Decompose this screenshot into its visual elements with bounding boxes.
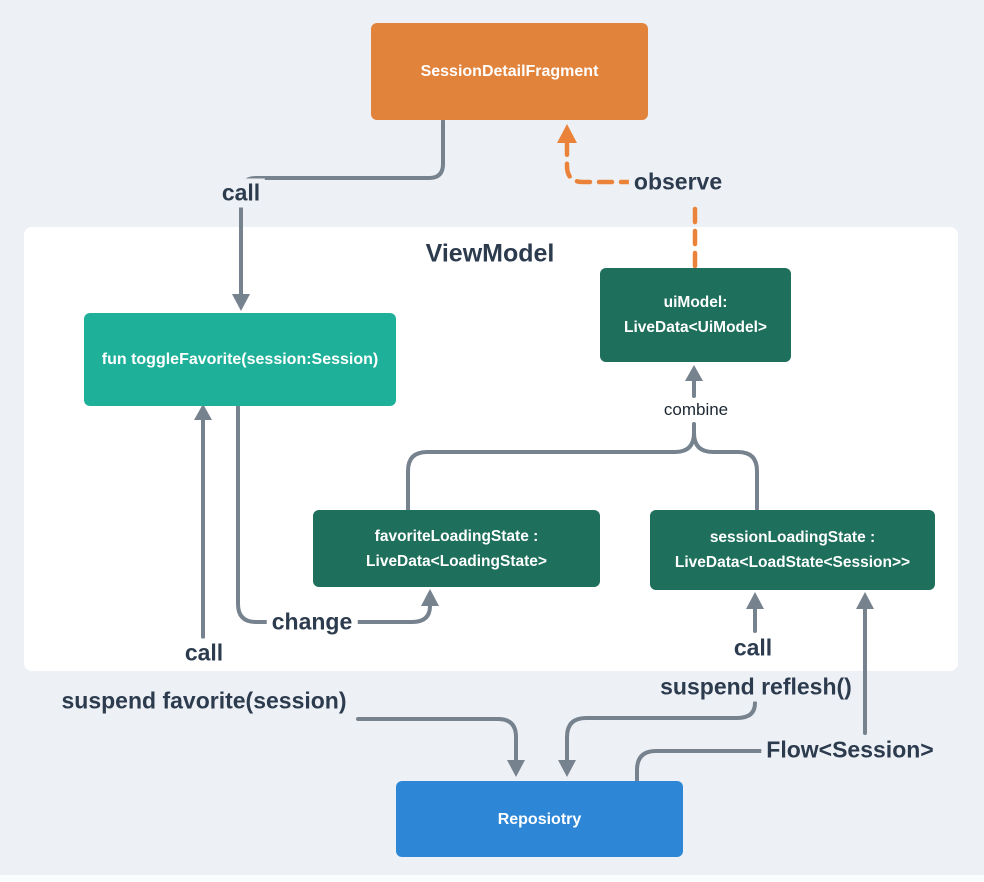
viewmodel-panel: [24, 227, 958, 671]
edge-label-change: change: [266, 607, 358, 637]
edge-label-call-top: call: [216, 178, 266, 208]
node-ui-model-line2: LiveData<UiModel>: [624, 319, 767, 336]
arrow-reflesh-into-repo: [558, 760, 576, 777]
node-session-loading-state: sessionLoadingState : LiveData<LoadState…: [650, 510, 935, 590]
arrow-favorite-into-repo: [507, 760, 525, 777]
edge-label-flow-session: Flow<Session>: [761, 735, 939, 765]
edge-label-suspend-favorite: suspend favorite(session): [56, 686, 352, 716]
edge-flow-to-repo: [635, 749, 765, 784]
edge-label-suspend-reflesh: suspend reflesh(): [655, 672, 857, 702]
bottom-strip: [0, 875, 984, 882]
node-toggle-favorite-function: fun toggleFavorite(session:Session): [84, 313, 396, 406]
edge-label-combine: combine: [659, 399, 733, 421]
arrow-observe-into-fragment: [557, 124, 577, 143]
node-favorite-loading-state: favoriteLoadingState : LiveData<LoadingS…: [313, 510, 600, 587]
node-session-detail-fragment-label: SessionDetailFragment: [420, 63, 599, 80]
node-favorite-loading-state-line1: favoriteLoadingState :: [374, 527, 539, 545]
edge-suspend-favorite: [356, 717, 518, 762]
node-session-loading-state-line2: LiveData<LoadState<Session>>: [674, 554, 911, 571]
node-session-detail-fragment: SessionDetailFragment: [371, 23, 648, 120]
node-session-loading-state-line1: sessionLoadingState :: [709, 529, 876, 546]
node-favorite-loading-state-line2: LiveData<LoadingState>: [366, 552, 547, 570]
node-toggle-favorite-label: fun toggleFavorite(session:Session): [101, 351, 379, 368]
node-repository-label: Reposiotry: [497, 810, 582, 828]
viewmodel-panel-title: ViewModel: [425, 239, 555, 268]
edge-label-call-right: call: [728, 633, 778, 663]
edge-label-observe: observe: [628, 167, 728, 197]
node-ui-model-line1: uiModel:: [663, 294, 728, 311]
edge-label-call-left: call: [179, 638, 229, 668]
edge-observe-horizontal: [564, 141, 637, 185]
edge-reflesh-down: [565, 701, 757, 762]
node-repository: Reposiotry: [396, 781, 683, 857]
node-ui-model-livedata: uiModel: LiveData<UiModel>: [600, 268, 791, 362]
